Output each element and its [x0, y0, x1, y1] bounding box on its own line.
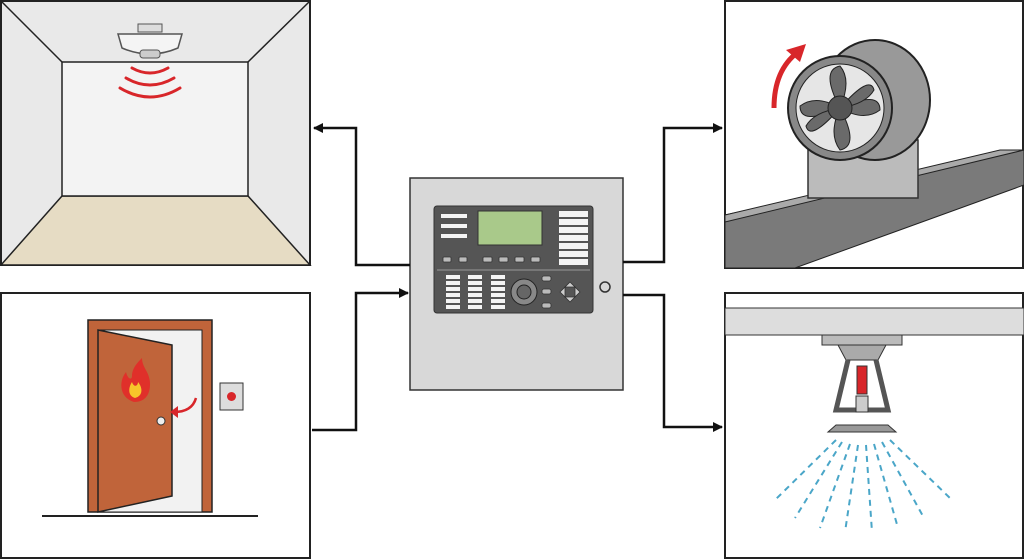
connectors — [312, 123, 723, 432]
fan-icon — [787, 39, 931, 161]
arrow-to-fan — [623, 123, 723, 264]
arrow-to-sprinkler — [623, 293, 723, 432]
arrow-from-door — [312, 288, 409, 432]
smoke-detector-room-panel — [0, 0, 312, 266]
sprinkler-panel — [724, 292, 1024, 559]
smoke-detector-icon — [117, 23, 183, 99]
wall-button-icon — [219, 382, 244, 411]
roof-fan-panel — [724, 0, 1024, 269]
flame-icon — [121, 358, 150, 402]
fire-door-icon — [97, 329, 173, 513]
lcd-display — [477, 210, 543, 246]
control-panel-icon — [409, 177, 624, 391]
water-spray-icon — [774, 439, 953, 533]
key-lock-icon — [599, 281, 611, 293]
sprinkler-icon — [821, 334, 903, 433]
fire-door-panel — [0, 292, 311, 559]
arrow-to-smoke-detector — [313, 123, 410, 267]
